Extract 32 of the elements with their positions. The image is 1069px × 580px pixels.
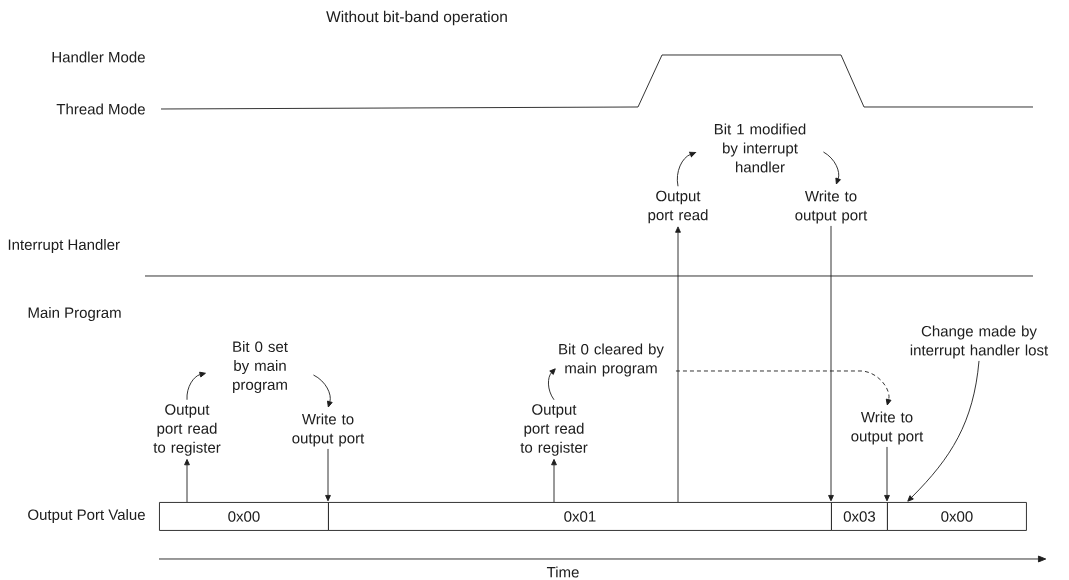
curved-arrow (548, 368, 556, 401)
value-cell: 0x00 (159, 502, 329, 531)
arrow (325, 448, 331, 502)
step-label: Output port read to register (520, 404, 588, 456)
arrow (551, 458, 557, 503)
curved-arrow (313, 374, 333, 408)
step-label: Write to output port (795, 190, 868, 224)
curved-arrow (186, 371, 206, 401)
curved-arrow (907, 360, 980, 502)
arrow (828, 225, 834, 502)
arrow (675, 226, 681, 503)
curved-arrow (676, 151, 696, 187)
step-label: Output port read (648, 190, 708, 224)
step-label: Write to output port (292, 413, 365, 447)
axis-label: Time (546, 566, 579, 578)
step-label: Bit 0 set by main program (233, 341, 288, 393)
step-label: Output port read to register (153, 404, 221, 456)
row-label: Handler Mode (52, 51, 145, 63)
arrow (884, 446, 890, 502)
title: Without bit-band operation (326, 10, 507, 26)
row-label: Thread Mode (56, 103, 145, 115)
arrow (184, 458, 190, 503)
row-label: Output Port Value (28, 509, 145, 523)
step-label: Bit 1 modified by interrupt handler (714, 123, 806, 173)
step-label: Change made by interrupt handler lost (910, 325, 1049, 359)
step-label: Write to output port (851, 411, 924, 445)
curved-arrow (823, 151, 841, 185)
row-label: Main Program (28, 307, 121, 321)
value-cell: 0x03 (831, 502, 888, 531)
curved-arrow (675, 370, 892, 406)
step-label: Bit 0 cleared by main program (559, 343, 664, 377)
row-label: Interrupt Handler (8, 239, 120, 253)
